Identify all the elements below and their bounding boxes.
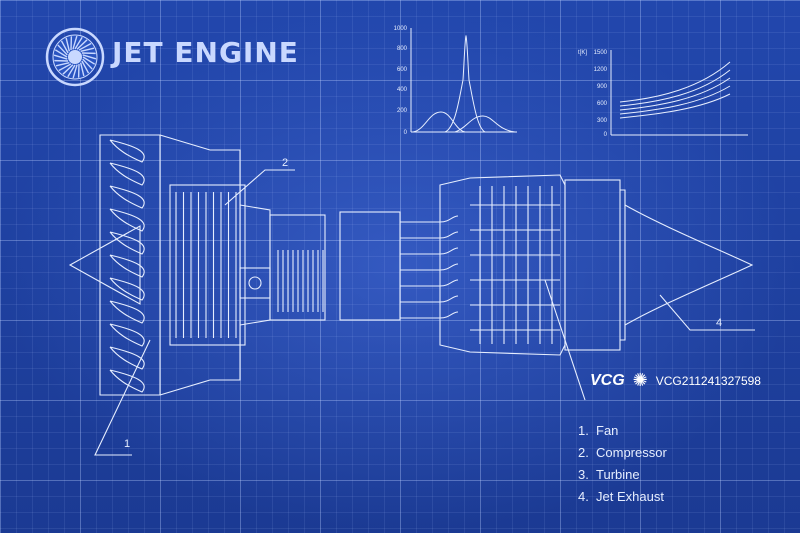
- chart2-tick-label: 0: [604, 132, 608, 138]
- chart2-tick-label: 1500: [594, 50, 608, 56]
- compressor-stages: [175, 192, 237, 338]
- turbine-stages: [470, 186, 560, 344]
- chart2-tick-label: 1200: [594, 67, 608, 73]
- temperature-rise-chart: t[K] 1500 1200 900 600 300 0: [578, 50, 748, 138]
- chart2-unit-label: t[K]: [578, 50, 587, 56]
- callout-line-1: [94, 339, 151, 456]
- fan-logo-icon: [45, 27, 105, 87]
- compressor-body: [169, 184, 246, 346]
- core-fins: [277, 250, 324, 312]
- combustor-body: [339, 211, 401, 321]
- turbine-casing: [564, 179, 621, 351]
- chart1-tick-label: 200: [397, 108, 408, 114]
- chart1-tick-label: 1000: [394, 26, 408, 32]
- chart2-tick-label: 900: [597, 84, 608, 90]
- fan-casing: [159, 134, 241, 396]
- fan-blades: [109, 139, 145, 393]
- watermark-logo-icon: ✺: [632, 370, 648, 390]
- watermark-brand: VCG: [590, 371, 625, 389]
- turbine-housing: [439, 174, 566, 356]
- callout-line-2: [224, 169, 295, 206]
- callout-label-4: 4: [716, 317, 722, 329]
- chart1-tick-label: 800: [397, 46, 408, 52]
- callout-label-2: 2: [282, 157, 288, 169]
- callout-label-1: 1: [124, 438, 130, 450]
- combustion-pipes: [400, 215, 459, 319]
- legend-item: 3.Turbine: [578, 467, 640, 482]
- temperature-peak-chart: 1000 800 600 400 200 0: [394, 26, 517, 136]
- chart2-tick-label: 600: [597, 101, 608, 107]
- legend-item: 4.Jet Exhaust: [578, 489, 664, 504]
- chart1-tick-label: 600: [397, 67, 408, 73]
- exhaust-cone: [624, 204, 754, 326]
- callout-line-3: [544, 279, 586, 401]
- chart2-tick-label: 300: [597, 118, 608, 124]
- fan-intake: [99, 134, 161, 396]
- page-title: JET ENGINE: [112, 36, 299, 69]
- legend-item: 1.Fan: [578, 423, 619, 438]
- legend-list: 1.Fan 2.Compressor 3.Turbine 4.Jet Exhau…: [578, 420, 667, 508]
- chart1-tick-label: 400: [397, 87, 408, 93]
- watermark: VCG ✺ VCG211241327598: [590, 370, 761, 391]
- gearbox-box: [239, 267, 271, 299]
- callout-line-4: [659, 294, 755, 331]
- chart1-tick-label: 0: [404, 130, 408, 136]
- watermark-id: VCG211241327598: [655, 373, 761, 388]
- legend-item: 2.Compressor: [578, 445, 667, 460]
